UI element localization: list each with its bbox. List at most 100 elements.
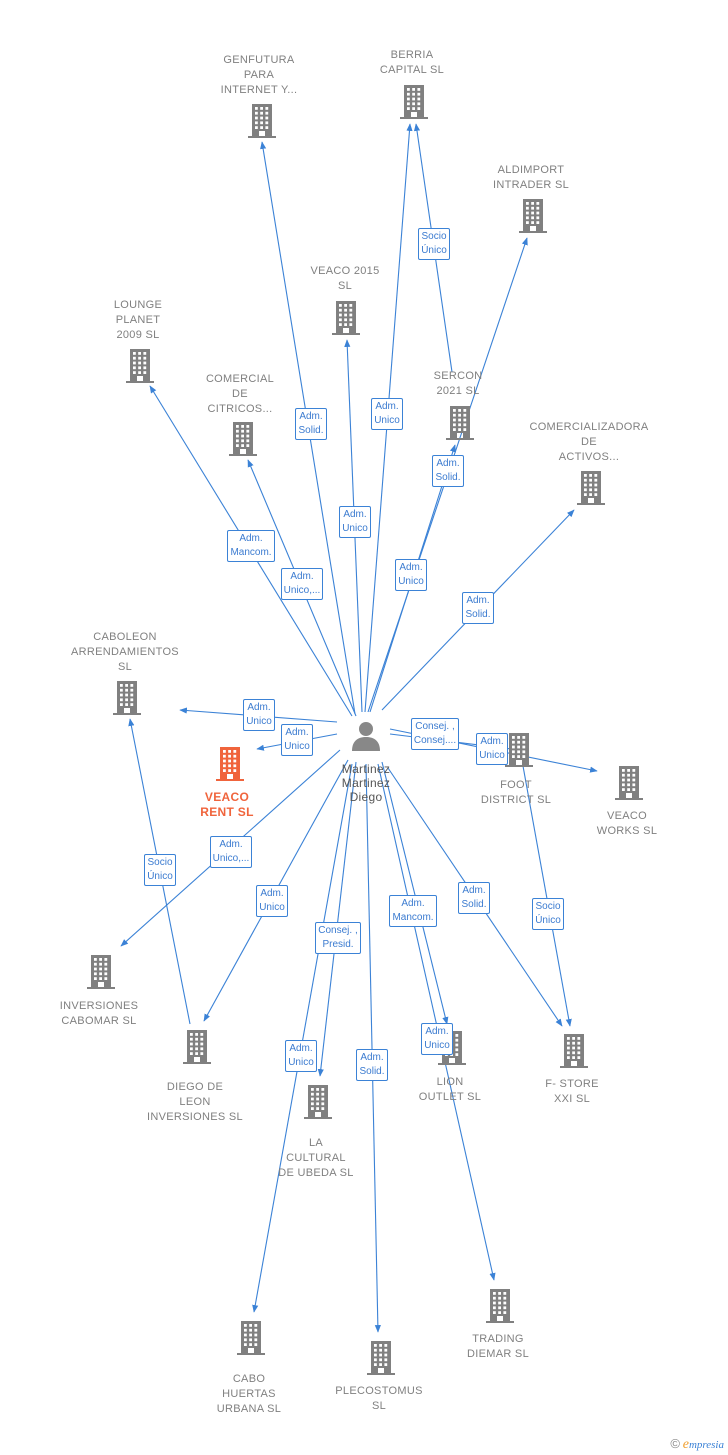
person-icon: [352, 722, 380, 751]
node-berria[interactable]: BERRIA CAPITAL SL: [357, 48, 467, 78]
node-veacoworks[interactable]: VEACO WORKS SL: [577, 809, 677, 839]
edge-label-p-to-plecostomus[interactable]: Adm. Solid.: [356, 1049, 388, 1081]
node-icon-trading[interactable]: [485, 1289, 515, 1328]
edge-label-p-to-comercial[interactable]: Adm. Unico,...: [280, 568, 324, 600]
node-label-p: Martinez Martinez Diego: [341, 762, 391, 804]
edge-label-p-to-diegoleon[interactable]: Adm. Unico: [256, 885, 288, 917]
node-icon-veacorent[interactable]: [215, 747, 245, 786]
node-lounge[interactable]: LOUNGE PLANET 2009 SL: [88, 298, 188, 343]
node-icon-plecostomus[interactable]: [366, 1341, 396, 1380]
edge-label-p-to-cabohuertas[interactable]: Adm. Unico: [285, 1040, 317, 1072]
node-cultural[interactable]: LA CULTURAL DE UBEDA SL: [256, 1136, 376, 1181]
node-icon-sercon[interactable]: [445, 406, 475, 445]
building-icon: [332, 301, 360, 335]
building-icon: [87, 955, 115, 989]
node-p[interactable]: Martinez Martinez Diego: [331, 762, 401, 804]
brand-name: mpresia: [688, 1439, 724, 1451]
node-icon-cabohuertas[interactable]: [236, 1321, 266, 1360]
node-label-comercial: COMERCIAL DE CITRICOS...: [205, 372, 275, 415]
node-icon-aldimport[interactable]: [518, 199, 548, 238]
edge-label-sercon-to-berria[interactable]: Socio Único: [418, 228, 450, 260]
node-icon-genfutura[interactable]: [247, 104, 277, 143]
building-icon: [113, 681, 141, 715]
node-label-aldimport: ALDIMPORT INTRADER SL: [492, 164, 570, 191]
edge-label-p-to-veacoworks[interactable]: Consej. , Consej....: [410, 718, 460, 750]
node-lion[interactable]: LION OUTLET SL: [400, 1075, 500, 1105]
edge-label-p-to-genfutura[interactable]: Adm. Solid.: [295, 408, 327, 440]
node-label-diegoleon: DIEGO DE LEON INVERSIONES SL: [147, 1081, 243, 1123]
node-plecostomus[interactable]: PLECOSTOMUS SL: [319, 1384, 439, 1414]
node-label-plecostomus: PLECOSTOMUS SL: [335, 1385, 423, 1412]
node-label-caboleon: CABOLEON ARRENDAMIENTOS SL: [71, 630, 179, 673]
node-label-veacoworks: VEACO WORKS SL: [596, 810, 658, 837]
node-label-berria: BERRIA CAPITAL SL: [379, 49, 445, 76]
edge-label-p-to-berria[interactable]: Adm. Unico: [371, 398, 403, 430]
node-trading[interactable]: TRADING DIEMAR SL: [443, 1332, 553, 1362]
node-icon-veacoworks[interactable]: [614, 766, 644, 805]
node-label-trading: TRADING DIEMAR SL: [467, 1333, 529, 1360]
node-cabomar[interactable]: INVERSIONES CABOMAR SL: [39, 999, 159, 1029]
brand-initial: e: [682, 1437, 689, 1452]
node-icon-cabomar[interactable]: [86, 955, 116, 994]
node-icon-veaco2015[interactable]: [331, 301, 361, 340]
building-icon: [367, 1341, 395, 1375]
node-label-sercon: SERCON 2021 SL: [433, 370, 483, 397]
building-icon: [183, 1030, 211, 1064]
node-sercon[interactable]: SERCON 2021 SL: [413, 369, 503, 399]
edge-p-to-trading: [377, 763, 496, 1281]
node-genfutura[interactable]: GENFUTURA PARA INTERNET Y...: [204, 53, 314, 98]
edge-label-p-to-veaco2015[interactable]: Adm. Unico: [339, 506, 371, 538]
building-icon: [505, 733, 533, 767]
node-icon-caboleon[interactable]: [112, 681, 142, 720]
node-label-lion: LION OUTLET SL: [418, 1076, 482, 1103]
node-icon-berria[interactable]: [399, 85, 429, 124]
edge-label-foot-to-fstore[interactable]: Socio Único: [532, 898, 564, 930]
node-cabohuertas[interactable]: CABO HUERTAS URBANA SL: [194, 1372, 304, 1417]
edge-label-p-to-lion[interactable]: Adm. Mancom.: [389, 895, 437, 927]
node-diegoleon[interactable]: DIEGO DE LEON INVERSIONES SL: [130, 1080, 260, 1125]
edge-label-p-to-fstore[interactable]: Adm. Solid.: [458, 882, 490, 914]
edge-label-p-to-cabomar[interactable]: Adm. Unico,...: [209, 836, 253, 868]
edge-label-p-to-trading[interactable]: Adm. Unico: [421, 1023, 453, 1055]
node-label-lounge: LOUNGE PLANET 2009 SL: [113, 298, 163, 341]
edge-label-p-to-veacorent[interactable]: Adm. Unico: [281, 724, 313, 756]
node-label-genfutura: GENFUTURA PARA INTERNET Y...: [220, 53, 298, 96]
node-comercial[interactable]: COMERCIAL DE CITRICOS...: [185, 372, 295, 417]
edge-label-p-to-caboleon[interactable]: Adm. Unico: [243, 699, 275, 731]
node-veaco2015[interactable]: VEACO 2015 SL: [290, 264, 400, 294]
edge-label-p-to-lounge[interactable]: Adm. Mancom.: [227, 530, 275, 562]
node-caboleon[interactable]: CABOLEON ARRENDAMIENTOS SL: [60, 630, 190, 675]
node-icon-comercializadora[interactable]: [576, 471, 606, 510]
node-fstore[interactable]: F- STORE XXI SL: [522, 1077, 622, 1107]
edge-label-p-to-sercon[interactable]: Adm. Unico: [395, 559, 427, 591]
edge-p-to-cultural: [317, 761, 357, 1077]
building-icon: [615, 766, 643, 800]
node-comercializadora[interactable]: COMERCIALIZADORA DE ACTIVOS...: [519, 420, 659, 465]
node-label-cabomar: INVERSIONES CABOMAR SL: [59, 1000, 139, 1027]
edge-label-diegoleon-to-caboleon[interactable]: Socio Único: [144, 854, 176, 886]
building-icon: [400, 85, 428, 119]
node-icon-foot[interactable]: [504, 733, 534, 772]
building-icon: [248, 104, 276, 138]
edge-label-p-to-cultural[interactable]: Consej. , Presid.: [315, 922, 361, 954]
edge-label-p-to-aldimport[interactable]: Adm. Solid.: [432, 455, 464, 487]
node-icon-lounge[interactable]: [125, 349, 155, 388]
node-icon-diegoleon[interactable]: [182, 1030, 212, 1069]
brand-logo[interactable]: © empresia: [670, 1436, 724, 1453]
building-icon: [304, 1085, 332, 1119]
node-foot[interactable]: FOOT DISTRICT SL: [461, 778, 571, 808]
node-icon-cultural[interactable]: [303, 1085, 333, 1124]
node-icon-comercial[interactable]: [228, 422, 258, 461]
building-icon: [237, 1321, 265, 1355]
node-icon-p[interactable]: [351, 721, 381, 756]
copyright-symbol: ©: [670, 1436, 680, 1451]
node-veacorent[interactable]: VEACO RENT SL: [182, 790, 272, 820]
node-label-cabohuertas: CABO HUERTAS URBANA SL: [216, 1373, 282, 1415]
edge-label-p-to-foot[interactable]: Adm. Unico: [476, 733, 508, 765]
node-aldimport[interactable]: ALDIMPORT INTRADER SL: [476, 163, 586, 193]
building-icon: [216, 747, 244, 781]
edge-foot-to-fstore: [522, 765, 572, 1027]
edge-p-to-cabohuertas: [252, 763, 353, 1313]
edge-label-p-to-comercializadora[interactable]: Adm. Solid.: [462, 592, 494, 624]
node-icon-fstore[interactable]: [559, 1034, 589, 1073]
